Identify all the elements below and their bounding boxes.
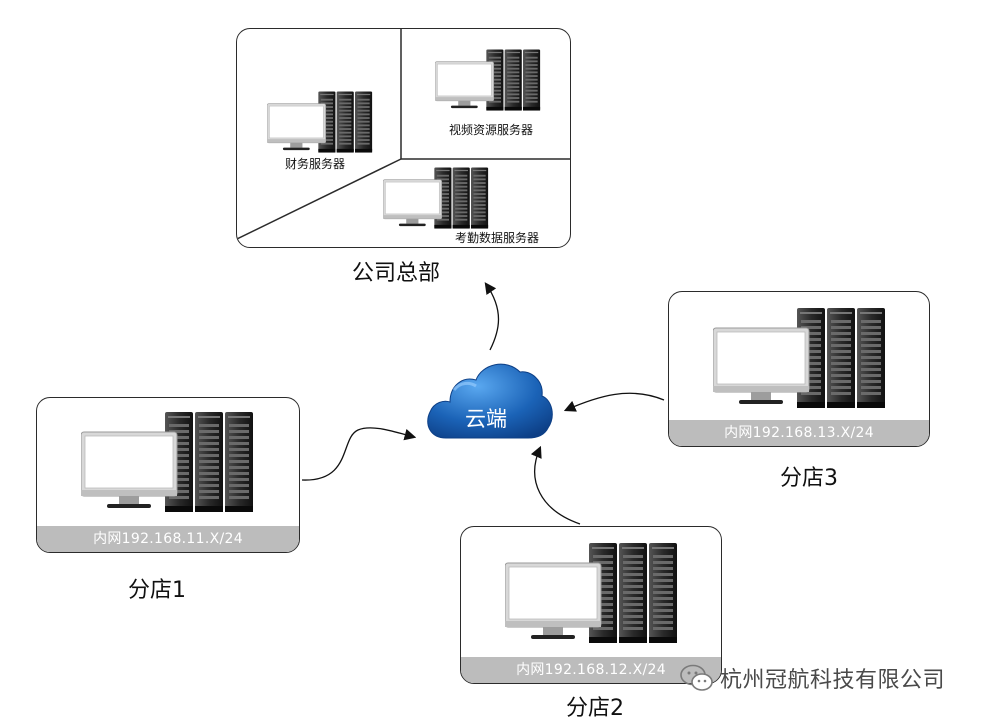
arrow-branch-1-to-cloud <box>301 427 417 481</box>
branch-1-network: 内网192.168.11.X/24 <box>37 526 299 552</box>
cloud-label: 云端 <box>465 407 507 431</box>
branch-1-name: 分店1 <box>128 578 186 603</box>
headquarters-divider-lines <box>237 29 570 240</box>
attendance-server-label: 考勤数据服务器 <box>455 231 540 245</box>
branch-2-panel: 内网192.168.12.X/24 <box>460 526 722 684</box>
arrow-branch-3-to-cloud <box>563 392 665 412</box>
branch-2-network: 内网192.168.12.X/24 <box>461 657 721 683</box>
watermark: 杭州冠航科技有限公司 <box>680 662 945 694</box>
branch-2-name: 分店2 <box>566 696 624 721</box>
branch-3-network: 内网192.168.13.X/24 <box>669 420 929 446</box>
headquarters-title: 公司总部 <box>352 261 441 286</box>
arrow-branch-2-to-cloud <box>530 445 581 525</box>
headquarters-panel: 财务服务器 视频资源服务器 考勤数据服务器 <box>236 28 571 248</box>
video-server-label: 视频资源服务器 <box>449 123 534 137</box>
branch-3-name: 分店3 <box>780 466 838 491</box>
branch-3-panel: 内网192.168.13.X/24 <box>668 291 930 447</box>
finance-server-label: 财务服务器 <box>285 157 346 171</box>
cloud-icon <box>427 363 553 439</box>
wechat-icon <box>680 664 713 691</box>
arrow-cloud-to-headquarters <box>484 282 500 351</box>
watermark-text: 杭州冠航科技有限公司 <box>720 668 946 693</box>
branch-1-panel: 内网192.168.11.X/24 <box>36 397 300 553</box>
